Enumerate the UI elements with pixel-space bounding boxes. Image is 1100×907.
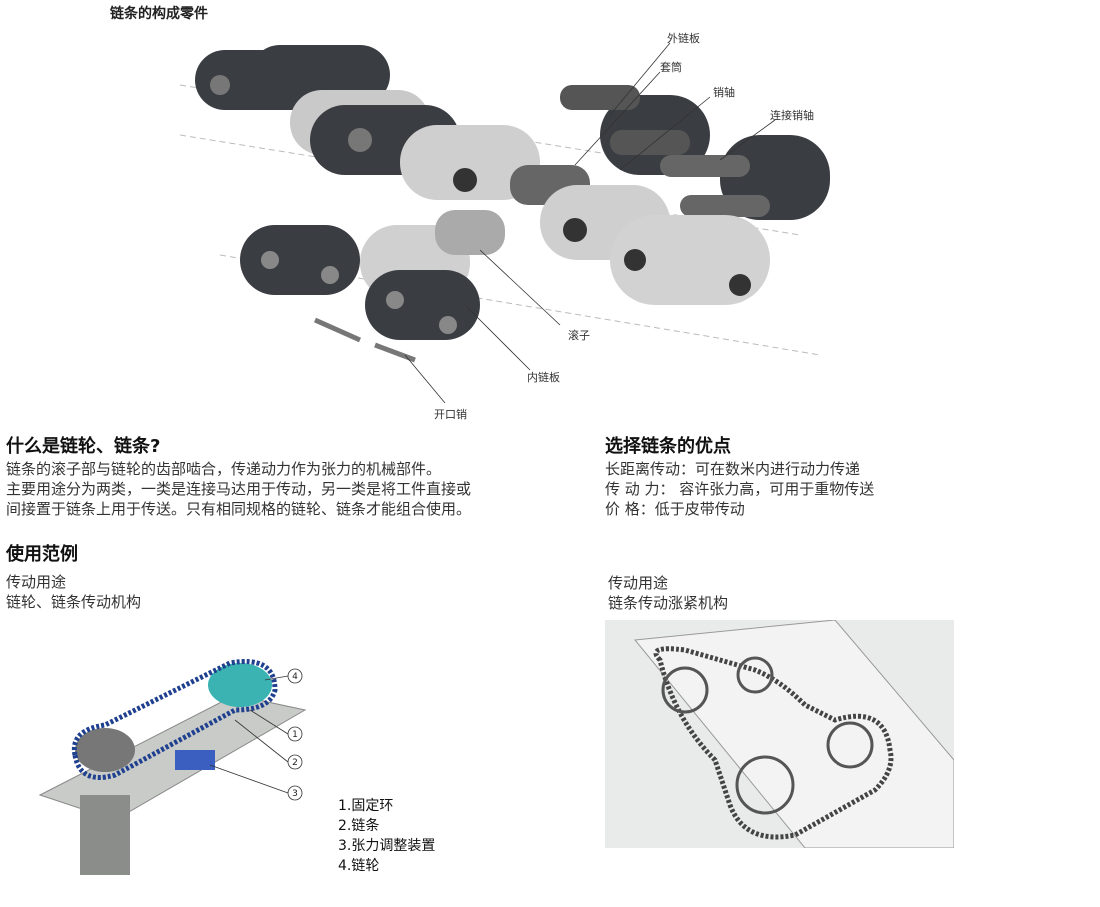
advantages-heading: 选择链条的优点 — [605, 436, 731, 457]
what-is-text: 链条的滚子部与链轮的齿部啮合，传递动力作为张力的机械部件。 主要用途分为两类，一… — [6, 459, 471, 519]
inner-parts — [240, 210, 505, 363]
caption-line: 传动用途 — [6, 573, 67, 591]
parts-diagram-title: 链条的构成零件 — [110, 6, 208, 22]
legend-item: 4.链轮 — [338, 858, 380, 874]
callout-3: 3 — [292, 789, 298, 799]
example-legend: 1.固定环 2.链条 3.张力调整装置 4.链轮 — [338, 796, 435, 876]
label-pin: 销轴 — [713, 86, 735, 99]
label-bushing: 套筒 — [660, 61, 682, 74]
text-line: 长距离传动：可在数米内进行动力传递 — [605, 460, 861, 478]
label-roller: 滚子 — [568, 329, 590, 342]
sprocket-drive-illustration: 4 1 2 3 — [38, 659, 307, 875]
example-left-caption: 传动用途 链轮、链条传动机构 — [6, 572, 141, 612]
examples-heading: 使用范例 — [6, 544, 78, 565]
chain-exploded-diagram — [180, 42, 830, 404]
tensioner-photo — [605, 620, 954, 848]
text-line: 价 格：低于皮带传动 — [605, 500, 745, 518]
label-connecting-pin: 连接销轴 — [770, 109, 814, 122]
callout-4: 4 — [292, 672, 298, 682]
callout-1: 1 — [292, 730, 298, 740]
outer-plates-right — [510, 85, 830, 305]
caption-line: 传动用途 — [608, 574, 669, 592]
caption-line: 链轮、链条传动机构 — [6, 593, 142, 611]
label-outer-plate: 外链板 — [667, 32, 700, 45]
legend-item: 1.固定环 — [338, 798, 394, 814]
text-line: 传 动 力： 容许张力高，可用于重物传送 — [605, 480, 875, 498]
legend-item: 3.张力调整装置 — [338, 838, 436, 854]
example-right-caption: 传动用途 链条传动涨紧机构 — [608, 573, 728, 613]
outer-plates-left — [195, 45, 540, 200]
what-is-heading: 什么是链轮、链条? — [6, 436, 161, 457]
label-inner-plate: 内链板 — [527, 371, 560, 384]
text-line: 主要用途分为两类，一类是连接马达用于传动，另一类是将工件直接或 — [6, 480, 472, 498]
caption-line: 链条传动涨紧机构 — [608, 594, 729, 612]
advantages-text: 长距离传动：可在数米内进行动力传递 传 动 力： 容许张力高，可用于重物传送 价… — [605, 459, 874, 519]
legend-item: 2.链条 — [338, 818, 380, 834]
callout-2: 2 — [292, 758, 298, 768]
label-cotter-pin: 开口销 — [434, 408, 467, 421]
text-line: 链条的滚子部与链轮的齿部啮合，传递动力作为张力的机械部件。 — [6, 460, 442, 478]
text-line: 间接置于链条上用于传送。只有相同规格的链轮、链条才能组合使用。 — [6, 500, 472, 518]
